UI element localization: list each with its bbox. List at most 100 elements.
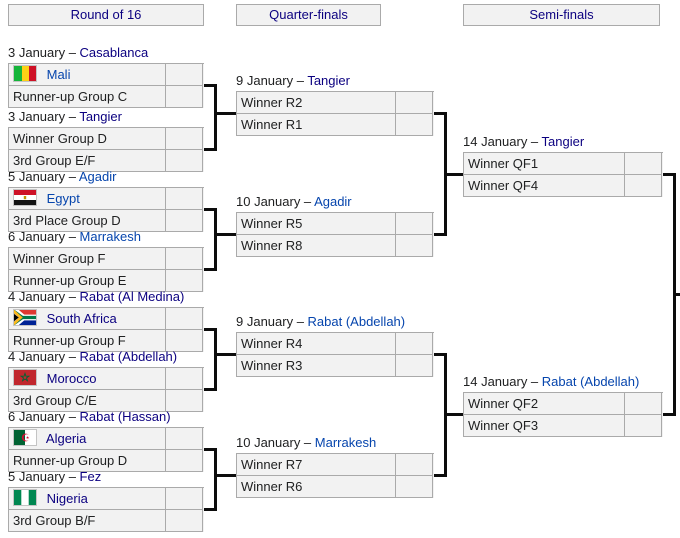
team-name: Winner R1 [241, 117, 303, 132]
r16-match-6: 4 January – Rabat (Abdellah) Morocco 3rd… [8, 349, 204, 412]
score-cell [166, 308, 203, 330]
team-row: Winner Group D [9, 128, 166, 150]
team-name: 3rd Group E/F [13, 153, 96, 168]
team-name: Winner R4 [241, 336, 303, 351]
match-date-label: 10 January – Marrakesh [236, 435, 434, 453]
team-name[interactable]: Algeria [45, 431, 87, 446]
venue-link[interactable]: Fez [79, 469, 102, 484]
team-name: Winner QF3 [468, 418, 539, 433]
venue-link[interactable]: Tangier [307, 73, 350, 88]
score-cell [166, 270, 203, 292]
match-date-label: 4 January – Rabat (Al Medina) [8, 289, 204, 307]
score-cell [396, 476, 433, 498]
score-cell [166, 488, 203, 510]
sf-match-2: 14 January – Rabat (Abdellah) Winner QF2… [463, 374, 663, 437]
venue-link[interactable]: Rabat (Abdellah) [307, 314, 406, 329]
score-cell [625, 175, 662, 197]
r16-match-8: 5 January – Fez Nigeria 3rd Group B/F [8, 469, 204, 532]
bracket-line [214, 84, 217, 151]
date-text: 4 January – [8, 349, 80, 364]
bracket-line [447, 413, 463, 416]
team-name: Runner-up Group F [13, 333, 126, 348]
bracket-line [214, 208, 217, 271]
score-cell [166, 86, 203, 108]
bracket-line [217, 233, 236, 236]
team-row: Runner-up Group C [9, 86, 166, 108]
bracket-line [434, 353, 447, 356]
bracket-line [204, 328, 217, 331]
date-text: 3 January – [8, 45, 80, 60]
team-row: Winner R8 [237, 235, 396, 257]
date-text: 6 January – [8, 229, 80, 244]
team-name: Winner R3 [241, 358, 303, 373]
bracket-line [663, 413, 676, 416]
team-name[interactable]: South Africa [46, 311, 117, 326]
team-name[interactable]: Egypt [46, 191, 80, 206]
date-text: 6 January – [8, 409, 80, 424]
team-name[interactable]: Mali [46, 67, 71, 82]
score-cell [625, 393, 662, 415]
score-cell [396, 114, 433, 136]
team-row: Morocco [9, 368, 166, 390]
venue-link[interactable]: Rabat (Hassan) [79, 409, 171, 424]
header-semi-finals[interactable]: Semi-finals [463, 4, 660, 26]
team-row: South Africa [9, 308, 166, 330]
team-row: Runner-up Group E [9, 270, 166, 292]
venue-link[interactable]: Marrakesh [79, 229, 141, 244]
match-date-label: 3 January – Casablanca [8, 45, 204, 63]
match-box: Winner R2 Winner R1 [236, 91, 434, 136]
r16-match-5: 4 January – Rabat (Al Medina) South Afri… [8, 289, 204, 352]
date-text: 14 January – [463, 374, 542, 389]
score-cell [396, 454, 433, 476]
venue-link[interactable]: Casablanca [79, 45, 149, 60]
header-round-of-16[interactable]: Round of 16 [8, 4, 204, 26]
bracket-line [217, 112, 236, 115]
date-text: 9 January – [236, 73, 308, 88]
qf-match-2: 10 January – Agadir Winner R5 Winner R8 [236, 194, 434, 257]
team-row: Winner R4 [237, 333, 396, 355]
bracket-line [447, 173, 463, 176]
team-row: Winner R7 [237, 454, 396, 476]
team-name: Winner Group F [13, 251, 106, 266]
team-name[interactable]: Morocco [46, 371, 97, 386]
team-row: Egypt [9, 188, 166, 210]
nigeria-flag-icon [13, 489, 37, 506]
r16-match-7: 6 January – Rabat (Hassan) Algeria Runne… [8, 409, 204, 472]
match-date-label: 3 January – Tangier [8, 109, 204, 127]
team-name: 3rd Place Group D [13, 213, 121, 228]
venue-link[interactable]: Rabat (Abdellah) [79, 349, 178, 364]
score-cell [166, 428, 203, 450]
bracket-line [204, 208, 217, 211]
venue-link[interactable]: Tangier [79, 109, 122, 124]
score-cell [166, 248, 203, 270]
score-cell [166, 390, 203, 412]
team-row: Winner QF3 [464, 415, 625, 437]
venue-link[interactable]: Rabat (Al Medina) [79, 289, 185, 304]
date-text: 5 January – [8, 469, 80, 484]
team-name: Winner QF2 [468, 396, 539, 411]
match-box: Egypt 3rd Place Group D [8, 187, 204, 232]
team-row: Winner R5 [237, 213, 396, 235]
header-quarter-finals[interactable]: Quarter-finals [236, 4, 381, 26]
qf-match-3: 9 January – Rabat (Abdellah) Winner R4 W… [236, 314, 434, 377]
venue-link[interactable]: Tangier [541, 134, 585, 149]
bracket-line [676, 293, 680, 296]
bracket-line [214, 328, 217, 391]
venue-link[interactable]: Agadir [78, 169, 117, 184]
date-text: 3 January – [8, 109, 80, 124]
score-cell [166, 128, 203, 150]
date-text: 10 January – [236, 435, 315, 450]
venue-link[interactable]: Agadir [314, 194, 352, 209]
team-name: Runner-up Group C [13, 89, 128, 104]
team-row: Winner Group F [9, 248, 166, 270]
team-name[interactable]: Nigeria [46, 491, 88, 506]
team-row: Winner R3 [237, 355, 396, 377]
mali-flag-icon [13, 65, 37, 82]
r16-match-4: 6 January – Marrakesh Winner Group F Run… [8, 229, 204, 292]
venue-link[interactable]: Rabat (Abdellah) [541, 374, 640, 389]
score-cell [166, 368, 203, 390]
venue-link[interactable]: Marrakesh [314, 435, 377, 450]
score-cell [396, 92, 433, 114]
score-cell [396, 213, 433, 235]
r16-match-2: 3 January – Tangier Winner Group D 3rd G… [8, 109, 204, 172]
